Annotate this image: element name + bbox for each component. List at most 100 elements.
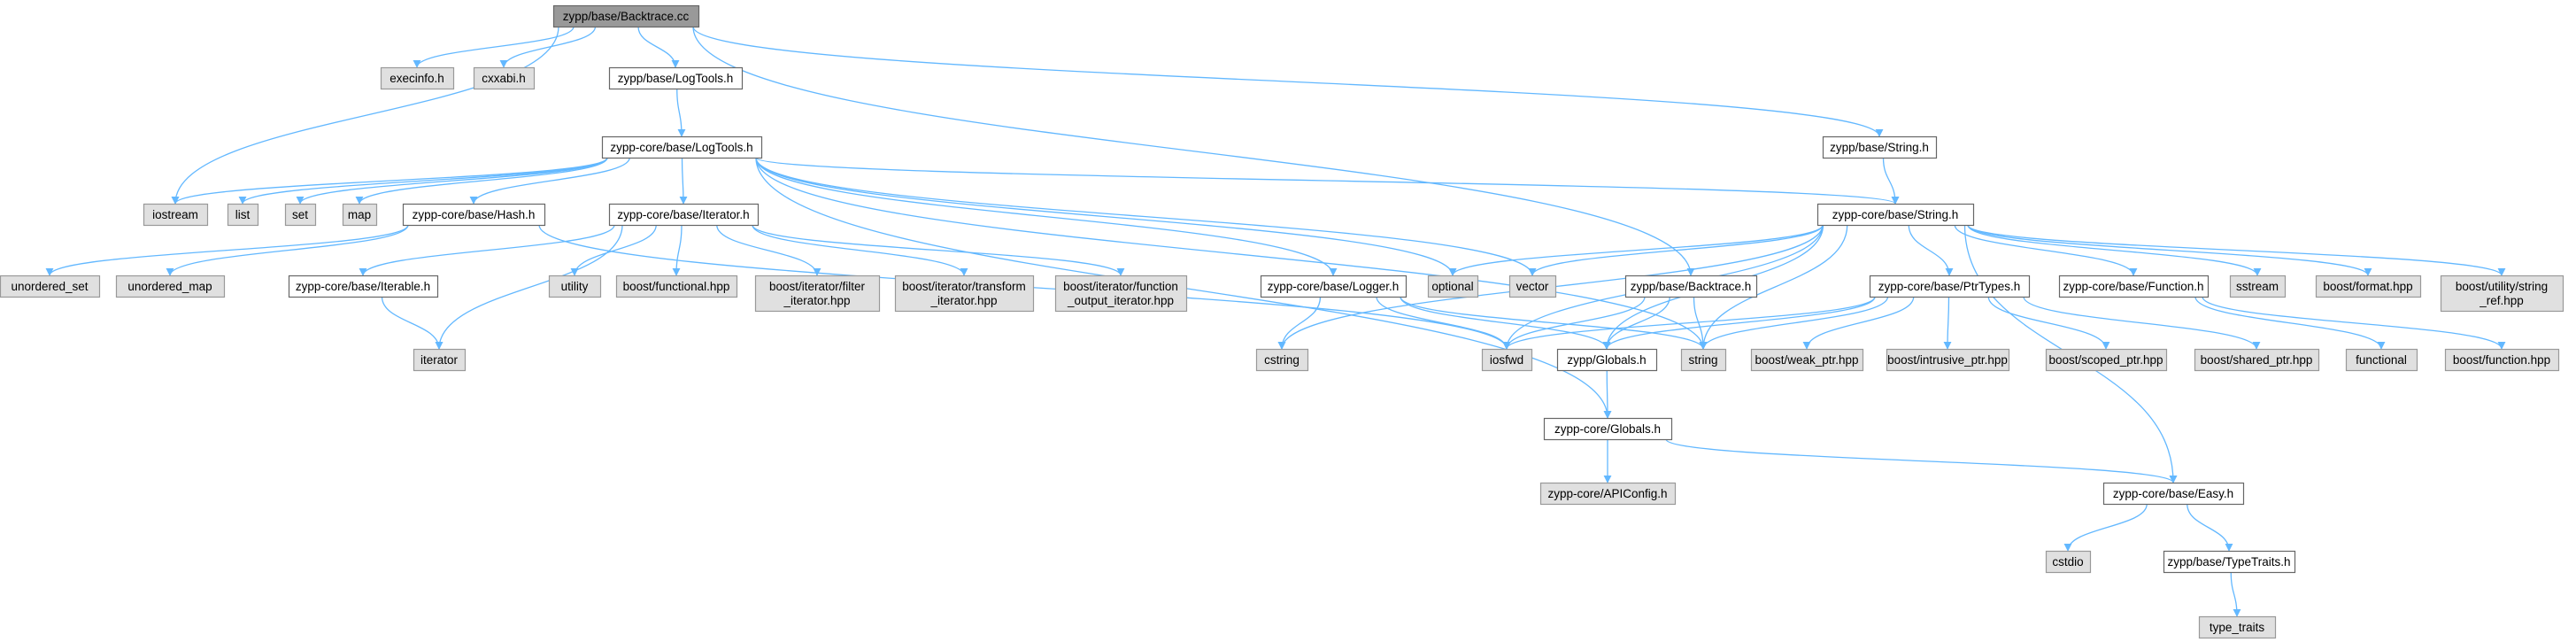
edge-line xyxy=(570,224,657,276)
edge-line xyxy=(679,157,688,205)
edge-line xyxy=(1943,296,1952,350)
edge-line xyxy=(1603,369,1612,419)
node-box xyxy=(2194,348,2320,372)
node-iterator: iterator xyxy=(413,348,467,372)
node-box[interactable] xyxy=(1624,275,1758,298)
node-label: cstdio xyxy=(2052,555,2083,569)
dependency-edge-core_string-to-string xyxy=(1699,224,1848,350)
node-box[interactable] xyxy=(1260,275,1408,298)
node-core-hash[interactable]: zypp-core/base/Hash.h xyxy=(402,203,546,227)
dependency-edge-core_string-to-optional xyxy=(1448,224,1824,276)
node-label: _ref.hpp xyxy=(2479,294,2524,307)
node-list: list xyxy=(227,203,259,227)
node-box[interactable] xyxy=(402,203,546,227)
node-box xyxy=(227,203,259,227)
dependency-edge-core_logtools-to-vector xyxy=(755,157,1537,276)
node-core-ptrtypes[interactable]: zypp-core/base/PtrTypes.h xyxy=(1869,275,2031,298)
node-globals-h[interactable]: zypp/Globals.h xyxy=(1556,348,1658,372)
node-box[interactable] xyxy=(1556,348,1658,372)
node-label: string xyxy=(1688,353,1717,367)
node-sstream: sstream xyxy=(2229,275,2287,298)
node-boost-transform: boost/iterator/transform_iterator.hpp xyxy=(894,275,1035,313)
node-core-string[interactable]: zypp-core/base/String.h xyxy=(1816,203,1975,227)
edge-line xyxy=(1448,224,1824,276)
dependency-edge-logtools-to-core_logtools xyxy=(676,88,686,137)
node-box[interactable] xyxy=(552,4,700,28)
node-box[interactable] xyxy=(288,275,439,298)
node-box[interactable] xyxy=(608,66,744,90)
node-backtrace-h[interactable]: zypp/base/Backtrace.h xyxy=(1624,275,1758,298)
node-core-iterator[interactable]: zypp-core/base/Iterator.h xyxy=(608,203,760,227)
edge-line xyxy=(755,157,1537,276)
node-label: set xyxy=(292,208,308,221)
dependency-edge-backtrace_cc-to-logtools xyxy=(637,26,680,68)
node-box xyxy=(2345,348,2418,372)
node-box xyxy=(1481,348,1533,372)
node-box xyxy=(2045,550,2092,574)
node-unordered-map: unordered_map xyxy=(115,275,226,298)
dependency-edge-core_hash-to-unordered_set xyxy=(45,224,409,276)
edge-line xyxy=(637,26,680,68)
edge-line xyxy=(171,26,559,205)
dependency-edge-core_ptrtypes-to-globals_h xyxy=(1602,296,1876,350)
node-label: boost/utility/string xyxy=(2456,280,2548,293)
node-core-iterable[interactable]: zypp-core/base/Iterable.h xyxy=(288,275,439,298)
dependency-edge-core_logtools-to-set xyxy=(296,157,608,205)
node-iostream: iostream xyxy=(143,203,209,227)
node-label: zypp-core/base/Function.h xyxy=(2063,280,2203,293)
node-core-logger[interactable]: zypp-core/base/Logger.h xyxy=(1260,275,1408,298)
node-label: sstream xyxy=(2236,280,2279,293)
edge-line xyxy=(1528,224,1824,276)
dependency-edge-core_logger-to-string xyxy=(1400,296,1708,350)
node-boost-function-output: boost/iterator/function_output_iterator.… xyxy=(1054,275,1188,313)
edge-line xyxy=(166,224,409,276)
dependency-edge-backtrace_cc-to-string_h xyxy=(692,26,1884,137)
node-box[interactable] xyxy=(1869,275,2031,298)
node-core-function[interactable]: zypp-core/base/Function.h xyxy=(2058,275,2210,298)
edge-line xyxy=(2187,503,2233,552)
node-boost-scoped: boost/scoped_ptr.hpp xyxy=(2045,348,2168,372)
edge-line xyxy=(359,224,615,276)
node-box[interactable] xyxy=(1543,417,1673,441)
edge-line xyxy=(676,88,686,137)
edge-line xyxy=(755,157,1900,205)
node-logtools[interactable]: zypp/base/LogTools.h xyxy=(608,66,744,90)
node-box xyxy=(413,348,467,372)
node-box[interactable] xyxy=(2102,482,2245,506)
edge-line xyxy=(2023,296,2261,350)
node-box xyxy=(143,203,209,227)
node-box[interactable] xyxy=(608,203,760,227)
dependency-edge-core_function-to-boost_function xyxy=(2202,296,2506,350)
edge-line xyxy=(1908,224,1954,276)
node-core-globals[interactable]: zypp-core/Globals.h xyxy=(1543,417,1673,441)
edge-line xyxy=(469,157,630,205)
edge-line xyxy=(1699,224,1848,350)
node-backtrace-cc[interactable]: zypp/base/Backtrace.cc xyxy=(552,4,700,28)
dependency-edge-core_string-to-core_function xyxy=(1954,224,2138,276)
node-box[interactable] xyxy=(601,135,763,159)
node-box[interactable] xyxy=(1822,135,1938,159)
node-box xyxy=(0,275,101,298)
node-label: zypp/base/Backtrace.h xyxy=(1631,280,1752,293)
node-typetraits[interactable]: zypp/base/TypeTraits.h xyxy=(2163,550,2296,574)
node-box[interactable] xyxy=(1816,203,1975,227)
node-box xyxy=(473,66,536,90)
node-box[interactable] xyxy=(2163,550,2296,574)
node-execinfo: execinfo.h xyxy=(380,66,455,90)
node-string-h[interactable]: zypp/base/String.h xyxy=(1822,135,1938,159)
node-core-logtools[interactable]: zypp-core/base/LogTools.h xyxy=(601,135,763,159)
dependency-edge-core_easy-to-typetraits xyxy=(2187,503,2233,552)
node-cxxabi: cxxabi.h xyxy=(473,66,536,90)
node-set: set xyxy=(284,203,317,227)
dependency-edge-core_globals-to-core_easy xyxy=(1665,438,2178,483)
node-label: zypp-core/base/Hash.h xyxy=(413,208,536,221)
node-core-easy[interactable]: zypp-core/base/Easy.h xyxy=(2102,482,2245,506)
edge-line xyxy=(296,157,608,205)
edge-layer xyxy=(45,26,2506,617)
node-label: zypp-core/base/Iterable.h xyxy=(296,280,430,293)
node-boost-weak: boost/weak_ptr.hpp xyxy=(1750,348,1864,372)
dependency-edge-core_string-to-sstream xyxy=(1967,224,2262,276)
node-box[interactable] xyxy=(2058,275,2210,298)
node-label: zypp-core/base/Logger.h xyxy=(1268,280,1400,293)
node-label: zypp-core/base/Easy.h xyxy=(2113,487,2233,500)
